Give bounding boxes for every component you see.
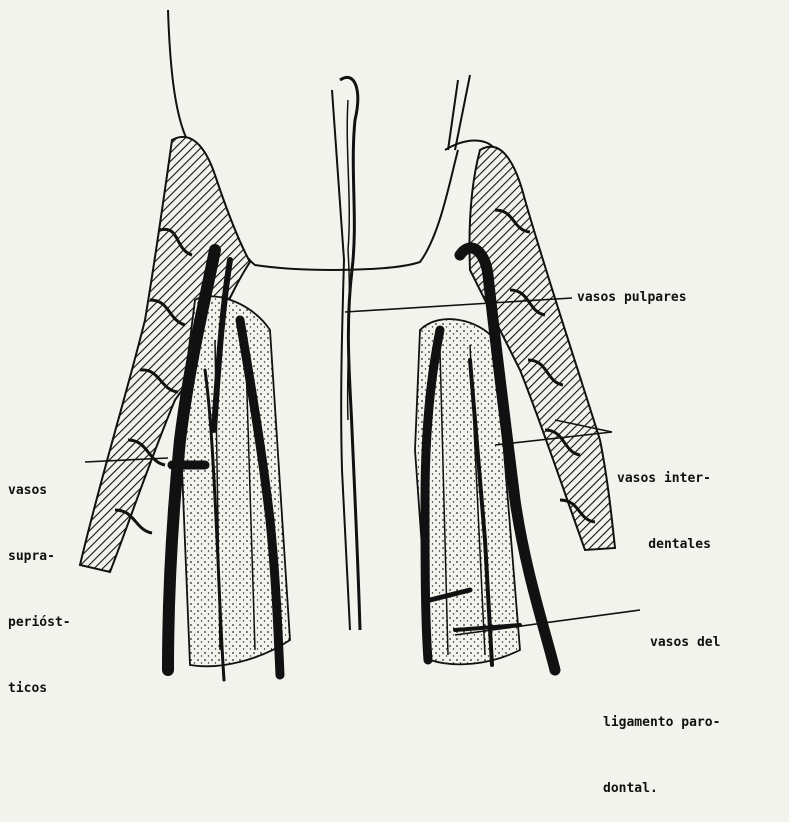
label-vasos-del-ligamento: vasos del ligamento paro- dontal. xyxy=(603,588,720,822)
label-vasos-supraperiosticos: vasos supra- perióst- ticos xyxy=(8,436,71,722)
label-vasos-pulpares: vasos pulpares xyxy=(577,287,687,309)
label-vasos-interdentales: vasos inter- dentales xyxy=(617,424,711,578)
pulp-vessels xyxy=(332,77,360,630)
